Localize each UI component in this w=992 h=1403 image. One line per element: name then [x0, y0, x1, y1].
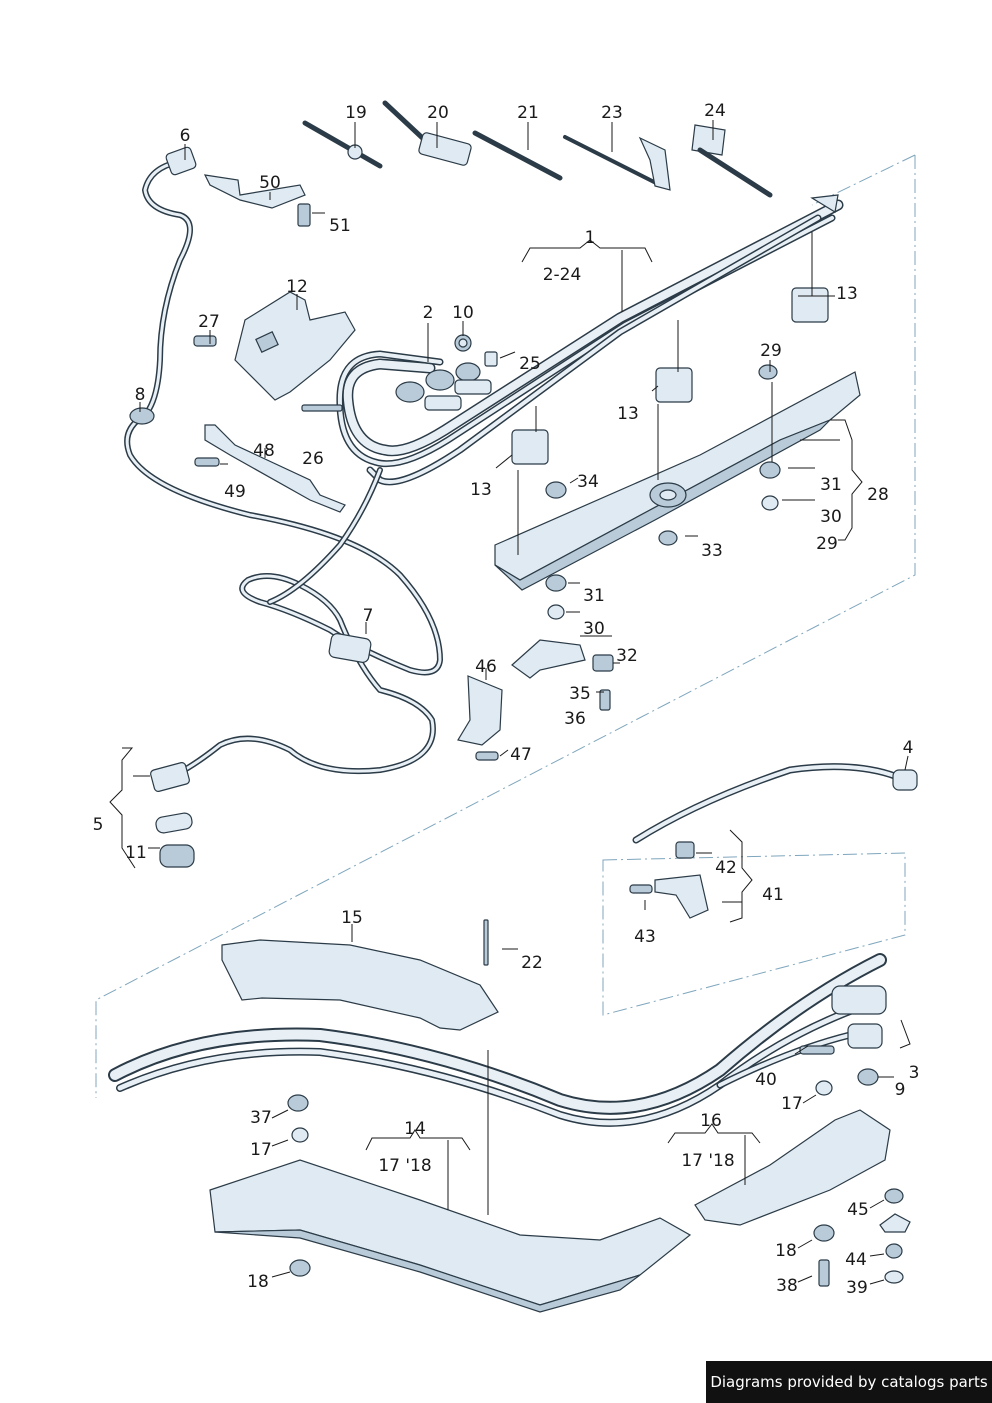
callout-10: 10 [452, 303, 474, 323]
group-outline-upper [95, 154, 916, 1098]
callout-27: 27 [198, 312, 220, 332]
callout-46: 46 [475, 657, 497, 677]
callout-5: 5 [93, 815, 104, 835]
callout-51: 51 [329, 216, 351, 236]
callout-13-right: 13 [836, 284, 858, 304]
cable-bracket-50 [203, 174, 311, 227]
callout-18-left: 18 [247, 1272, 269, 1292]
pipe-connector-cluster [301, 334, 498, 412]
heat-shield-bracket [193, 291, 356, 401]
callout-20: 20 [427, 103, 449, 123]
callout-13-mid: 13 [617, 404, 639, 424]
callout-38: 38 [776, 1276, 798, 1296]
callout-29-bottom: 29 [816, 534, 838, 554]
callout-22: 22 [521, 953, 543, 973]
callout-32: 32 [616, 646, 638, 666]
callout-47: 47 [510, 745, 532, 765]
callout-35: 35 [569, 684, 591, 704]
brake-line-lower-long [108, 953, 887, 1127]
callout-42: 42 [715, 858, 737, 878]
callout-30-left: 30 [583, 619, 605, 639]
callout-labels: 1 2-24 6 19 20 21 23 24 50 51 12 27 2 10… [93, 101, 920, 1298]
callout-28: 28 [867, 485, 889, 505]
callout-16: 16 [700, 1111, 722, 1131]
callout-1: 1 [585, 228, 596, 248]
callout-17-18-right: 17 '18 [681, 1151, 734, 1171]
brake-line-short-4 [632, 763, 918, 844]
grommet-parts [155, 812, 195, 868]
cover-plate-15 [221, 939, 499, 1031]
callout-18-right: 18 [775, 1241, 797, 1261]
callout-43: 43 [634, 927, 656, 947]
callout-6: 6 [180, 126, 191, 146]
callout-39: 39 [846, 1278, 868, 1298]
fasteners-lower [287, 919, 911, 1287]
callout-31-right: 31 [820, 475, 842, 495]
cable-bracket-48 [194, 424, 346, 513]
callout-37: 37 [250, 1108, 272, 1128]
pipe-mount-rail-28 [494, 371, 861, 591]
callout-50: 50 [259, 173, 281, 193]
callout-3: 3 [909, 1063, 920, 1083]
clips-ties-row [302, 100, 773, 198]
leader-lines [109, 120, 911, 1285]
bracket-16 [694, 1109, 891, 1226]
callout-2-24: 2-24 [543, 265, 582, 285]
sensor-cable-long [124, 146, 443, 792]
group-outline-lower-right [602, 852, 906, 1016]
fasteners-upper [457, 364, 781, 761]
brake-line-upper-long [336, 194, 844, 486]
callout-17-right: 17 [781, 1094, 803, 1114]
callout-8: 8 [135, 385, 146, 405]
callout-36: 36 [564, 709, 586, 729]
callout-17-left: 17 [250, 1140, 272, 1160]
callout-25: 25 [519, 354, 541, 374]
callout-49: 49 [224, 482, 246, 502]
callout-40: 40 [755, 1070, 777, 1090]
callout-13-left: 13 [470, 480, 492, 500]
callout-26: 26 [302, 449, 324, 469]
callout-29-top: 29 [760, 341, 782, 361]
callout-31-left: 31 [583, 586, 605, 606]
callout-17-18-left: 17 '18 [378, 1156, 431, 1176]
callout-48: 48 [253, 441, 275, 461]
callout-7: 7 [363, 606, 374, 626]
callout-23: 23 [601, 103, 623, 123]
callout-45: 45 [847, 1200, 869, 1220]
callout-24: 24 [704, 101, 726, 121]
callout-44: 44 [845, 1250, 867, 1270]
callout-4: 4 [903, 738, 914, 758]
callout-19: 19 [345, 103, 367, 123]
bracket-41 [629, 841, 709, 919]
callout-41: 41 [762, 885, 784, 905]
callout-34: 34 [577, 472, 599, 492]
catalog-credit-badge: Diagrams provided by catalogs parts [706, 1361, 992, 1403]
callout-12: 12 [286, 277, 308, 297]
callout-2: 2 [423, 303, 434, 323]
callout-15: 15 [341, 908, 363, 928]
callout-11: 11 [125, 843, 147, 863]
callout-21: 21 [517, 103, 539, 123]
callout-33: 33 [701, 541, 723, 561]
callout-30-right: 30 [820, 507, 842, 527]
callout-9: 9 [895, 1080, 906, 1100]
callout-14: 14 [404, 1119, 426, 1139]
pipe-mount-rail-14 [209, 1159, 692, 1313]
